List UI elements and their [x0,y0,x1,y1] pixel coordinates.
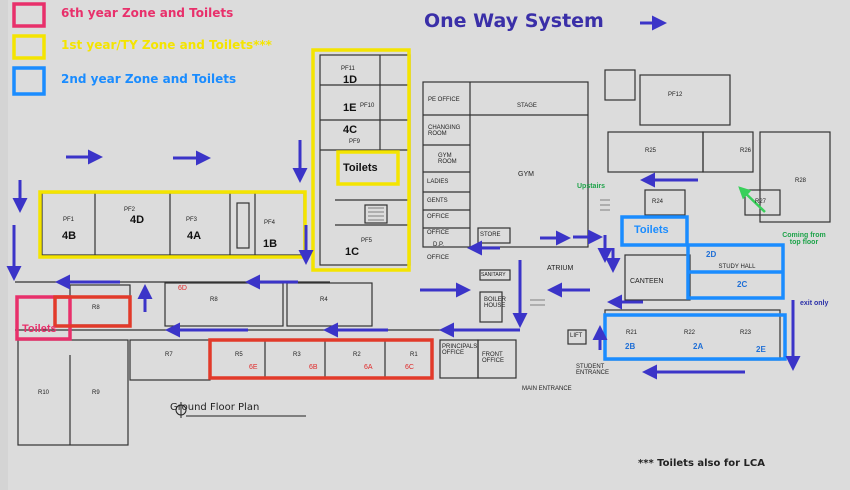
room-pf4: PF4 [264,220,276,226]
green-arrow [738,186,766,213]
legend-swatch-1st [12,34,46,60]
room-r5: R5 [235,352,243,358]
zone-4c: 4C [343,124,358,136]
room-r24: R24 [652,199,664,205]
room-main-entrance: MAIN ENTRANCE [522,386,572,392]
room-r25: R25 [645,148,657,154]
legend-swatch-2nd [12,66,46,96]
room-pf11: PF11 [341,66,355,72]
room-pf2: PF2 [124,207,136,213]
coming-from-top-note: Coming from top floor [782,232,826,246]
zone-6e: 6E [249,364,258,371]
room-pf9: PF9 [349,139,361,145]
zone-4d: 4D [130,214,145,226]
toilets-pink: Toilets [22,323,57,335]
exit-only-note: exit only [800,300,829,307]
room-principals-office: PRINCIPALS OFFICE [442,344,478,356]
zone-6a: 6A [364,364,373,371]
room-changing-room: CHANGING ROOM [428,125,461,137]
room-pf1: PF1 [63,217,75,223]
room-r8b: R8 [210,297,218,303]
room-gym: GYM [518,171,534,178]
room-gents: GENTS [427,198,448,204]
room-r28: R28 [795,178,807,184]
upstairs-note: Upstairs [577,183,606,190]
room-r4: R4 [320,297,328,303]
room-sanitary: SANITARY [481,272,506,278]
zone-6b: 6B [309,364,318,371]
legend-label-2nd: 2nd year Zone and Toilets [61,72,237,86]
room-r9: R9 [92,390,100,396]
zone-1c: 1C [345,246,360,258]
map-title: One Way System [424,10,604,32]
room-r1: R1 [410,352,418,358]
room-pe-office: PE OFFICE [428,97,460,103]
room-student-entrance: STUDENT ENTRANCE [576,364,610,376]
room-r22: R22 [684,330,696,336]
room-pf5: PF5 [361,238,373,244]
zone-1e: 1E [343,102,357,114]
legend-label-1st: 1st year/TY Zone and Toilets*** [61,38,272,52]
legend-label-6th: 6th year Zone and Toilets [61,6,234,20]
room-r26: R26 [740,148,752,154]
room-dp: D.P. [433,242,444,248]
stairs [368,199,610,306]
room-r2: R2 [353,352,361,358]
room-atrium: ATRIUM [547,265,574,272]
zone-6c: 6C [405,364,414,371]
room-r23: R23 [740,330,752,336]
room-r21: R21 [626,330,638,336]
zone-2d: 2D [706,250,717,259]
zone-2e: 2E [756,345,766,354]
room-office-2: OFFICE [427,230,449,236]
one-way-arrows [6,15,801,380]
room-gym-room: GYM ROOM [438,153,457,165]
room-front-office: FRONT OFFICE [482,352,504,364]
zone-4a: 4A [187,230,202,242]
room-office-3: OFFICE [427,255,449,261]
footnote: *** Toilets also for LCA [638,458,765,469]
room-ladies: LADIES [427,179,449,185]
room-r10: R10 [38,390,50,396]
zone-1b: 1B [263,238,278,250]
zone-1d: 1D [343,74,358,86]
room-canteen: CANTEEN [630,278,664,285]
room-pf3: PF3 [186,217,198,223]
room-lift: LIFT [570,333,583,339]
room-office-1: OFFICE [427,214,449,220]
room-r8: R8 [92,305,100,311]
zone-2b: 2B [625,342,636,351]
room-stage: STAGE [517,103,537,109]
room-r7: R7 [165,352,173,358]
room-study-hall: STUDY HALL [718,264,756,270]
room-r27: R27 [755,199,767,205]
room-pf10: PF10 [360,103,375,109]
toilets-yellow: Toilets [343,162,378,174]
zone-2c: 2C [737,280,748,289]
room-r3: R3 [293,352,301,358]
room-boiler-house: BOILER HOUSE [484,297,507,309]
room-store: STORE [480,232,501,238]
zone-4b: 4B [62,230,77,242]
floor-plan-title: Ground Floor Plan [170,402,260,413]
toilets-blue: Toilets [634,224,669,236]
zone-2a: 2A [693,342,704,351]
zone-6d: 6D [178,285,187,292]
room-pf12: PF12 [668,92,683,98]
legend-swatch-6th [12,2,46,28]
